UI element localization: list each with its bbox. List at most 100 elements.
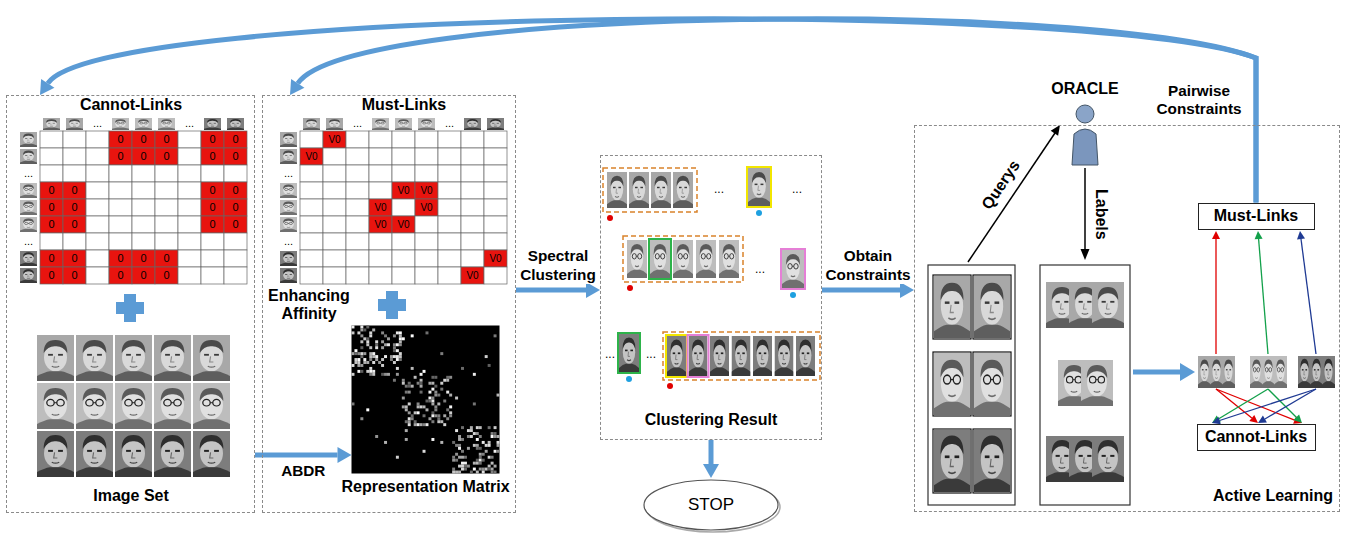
matrix-cell — [438, 148, 461, 165]
ellipsis: ... — [704, 181, 734, 197]
matrix-cell — [178, 267, 201, 284]
matrix-entry — [360, 346, 363, 349]
matrix-entry — [461, 465, 464, 468]
matrix-cell — [178, 199, 201, 216]
svg-part — [1084, 168, 1086, 250]
matrix-entry — [352, 331, 355, 334]
matrix-entry — [372, 361, 375, 364]
matrix-entry — [393, 343, 396, 346]
matrix-entry — [434, 391, 437, 394]
matrix-cell — [63, 233, 86, 250]
matrix-cell — [201, 233, 224, 250]
matrix-entry — [357, 352, 360, 355]
matrix-entry — [390, 358, 393, 361]
cell-value: 0 — [201, 199, 224, 216]
svg-part — [1294, 415, 1303, 424]
matrix-entry — [452, 459, 455, 462]
svg-part — [626, 376, 632, 382]
connector-arrow — [290, 19, 1256, 203]
face-thumbnail — [227, 118, 244, 130]
cell-value: 0 — [40, 250, 63, 267]
matrix-entry — [494, 435, 497, 438]
arrowhead — [586, 282, 600, 298]
matrix-entry — [461, 456, 464, 459]
highlight-frame — [649, 239, 671, 279]
matrix-cell — [392, 267, 415, 284]
matrix-entry — [485, 468, 488, 471]
matrix-cell — [300, 199, 323, 216]
svg-part — [1220, 389, 1316, 421]
matrix-entry — [372, 373, 375, 376]
face-thumbnail — [20, 200, 37, 215]
face-thumbnail — [43, 118, 60, 130]
matrix-cell — [132, 165, 155, 182]
matrix-entry — [488, 426, 491, 429]
face-thumbnail — [1092, 282, 1124, 328]
face-thumbnail — [326, 118, 343, 130]
matrix-entry — [420, 391, 423, 394]
highlight-frame — [933, 275, 971, 339]
matrix-entry — [482, 471, 485, 474]
matrix-entry — [494, 465, 497, 468]
matrix-cell — [224, 267, 247, 284]
matrix-entry — [357, 331, 360, 334]
matrix-cell — [300, 250, 323, 267]
svg-part — [1076, 105, 1094, 123]
highlight-frame — [618, 333, 640, 373]
svg-part — [790, 292, 796, 298]
matrix-entry — [372, 352, 375, 355]
matrix-entry — [414, 411, 417, 414]
matrix-entry — [491, 471, 494, 474]
matrix-entry — [399, 331, 402, 334]
matrix-cell — [323, 182, 346, 199]
matrix-entry — [352, 352, 355, 355]
matrix-cell — [86, 233, 109, 250]
constraint-cell — [201, 182, 224, 199]
matrix-entry — [375, 343, 378, 346]
oracle-label: ORACLE — [1040, 80, 1130, 98]
matrix-entry — [396, 367, 399, 370]
matrix-entry — [476, 426, 479, 429]
constraint-cell — [40, 199, 63, 216]
face-thumbnail — [395, 118, 412, 130]
face-thumbnail — [280, 217, 297, 232]
face-thumbnail — [154, 431, 191, 477]
matrix-entry — [434, 408, 437, 411]
matrix-entry — [384, 343, 387, 346]
matrix-entry — [479, 456, 482, 459]
face-thumbnail — [1262, 356, 1275, 388]
matrix-cell — [300, 165, 323, 182]
matrix-cell — [155, 199, 178, 216]
matrix-cell — [346, 199, 369, 216]
matrix-entry — [381, 364, 384, 367]
matrix-entry — [399, 343, 402, 346]
matrix-cell — [132, 216, 155, 233]
matrix-entry — [399, 340, 402, 343]
matrix-entry — [449, 376, 452, 379]
matrix-entry — [434, 414, 437, 417]
matrix-cell — [300, 216, 323, 233]
matrix-entry — [434, 376, 437, 379]
constraint-cell — [109, 131, 132, 148]
cell-value: 0 — [63, 216, 86, 233]
ellipsis: ... — [438, 117, 461, 130]
matrix-cell — [86, 216, 109, 233]
matrix-entry — [393, 379, 396, 382]
face-thumbnail — [1322, 356, 1335, 388]
connector-arrow — [822, 282, 914, 298]
representation-matrix: Representation Matrix — [352, 326, 500, 474]
matrix-entry — [426, 408, 429, 411]
matrix-cell — [86, 148, 109, 165]
matrix-cell — [300, 267, 323, 284]
matrix-entry — [476, 438, 479, 441]
face-thumbnail — [280, 251, 297, 266]
cell-value: 0 — [109, 250, 132, 267]
matrix-entry — [408, 423, 411, 426]
matrix-cell — [461, 148, 484, 165]
highlight-frame — [933, 352, 971, 416]
matrix-entry — [354, 349, 357, 352]
ellipsis: ... — [279, 233, 298, 250]
matrix-entry — [476, 459, 479, 462]
highlight-frame — [666, 335, 687, 377]
matrix-entry — [417, 382, 420, 385]
